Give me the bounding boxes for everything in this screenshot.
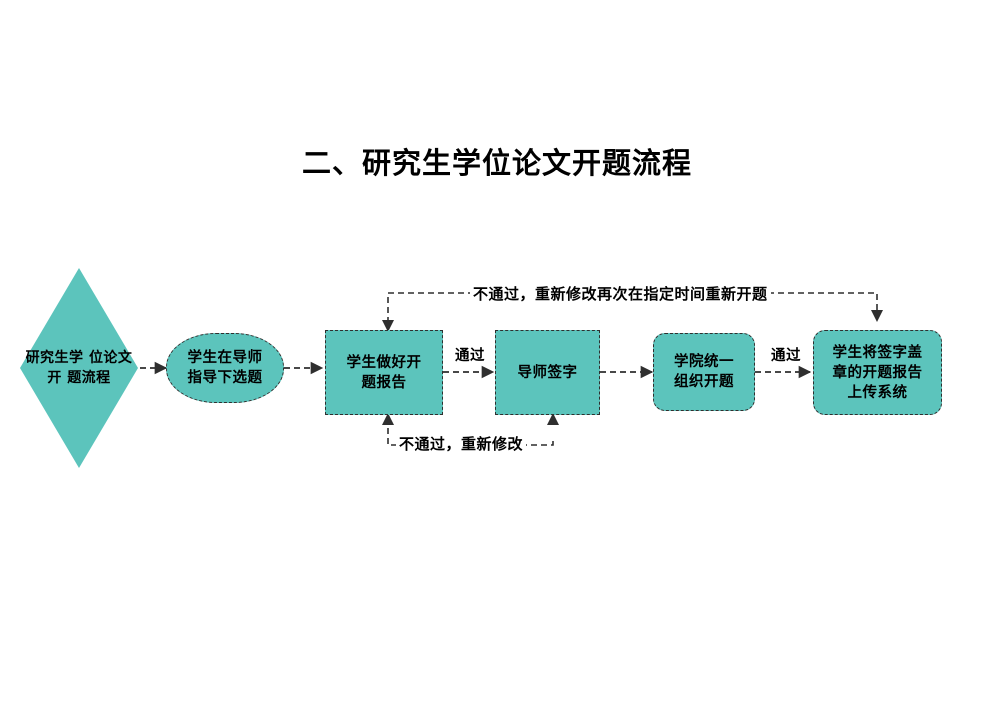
node-topic-selection-line-1: 学生在导师: [187, 350, 263, 366]
node-proposal-report-line-2: 题报告: [361, 374, 407, 391]
node-college-organizes-line-2: 组织开题: [674, 374, 734, 390]
edge-label-pass-1: 通过: [452, 344, 488, 365]
node-start[interactable]: 研究生学 位论文开 题流程: [20, 268, 138, 468]
edge-label-reject-top: 不通过，重新修改再次在指定时间重新开题: [470, 283, 771, 304]
edge-label-reject-bottom: 不通过，重新修改: [396, 433, 527, 454]
node-upload-system-line-1: 学生将签字盖: [832, 344, 923, 361]
node-college-organizes[interactable]: 学院统一 组织开题: [653, 333, 755, 411]
node-advisor-signature-line-1: 导师签字: [517, 364, 578, 381]
page-title: 二、研究生学位论文开题流程: [301, 146, 692, 180]
node-start-line-3: 题流程: [67, 370, 111, 386]
edge-reject-top-loop-arrow-right: [871, 310, 883, 322]
node-upload-system-line-3: 上传系统: [847, 384, 908, 401]
node-upload-system[interactable]: 学生将签字盖 章的开题报告 上传系统: [813, 330, 942, 415]
node-start-line-1: 研究生学: [25, 349, 84, 366]
node-topic-selection[interactable]: 学生在导师 指导下选题: [166, 333, 284, 403]
node-proposal-report-line-1: 学生做好开: [346, 354, 422, 371]
node-advisor-signature[interactable]: 导师签字: [495, 330, 600, 415]
node-start-line-2: 位论文开: [47, 349, 133, 386]
edge-label-pass-2: 通过: [768, 344, 804, 365]
node-start-label: 研究生学 位论文开 题流程: [20, 268, 138, 468]
node-proposal-report[interactable]: 学生做好开 题报告: [325, 330, 443, 415]
node-topic-selection-line-2: 指导下选题: [187, 370, 263, 386]
node-upload-system-line-2: 章的开题报告: [832, 364, 923, 381]
node-college-organizes-line-1: 学院统一: [674, 354, 734, 370]
